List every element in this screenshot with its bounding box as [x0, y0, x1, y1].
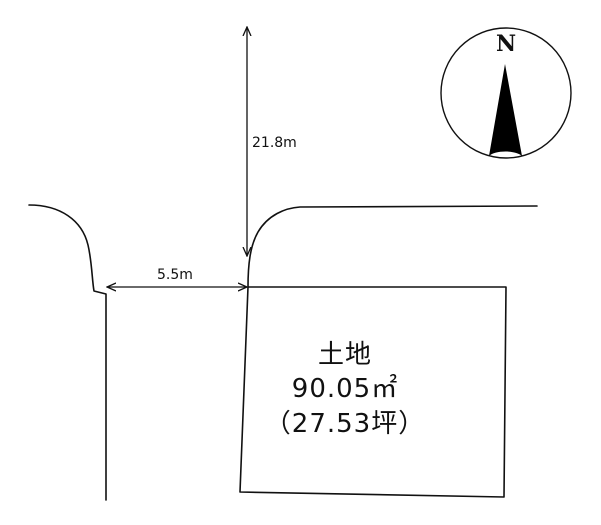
- north-arrow-icon: N: [440, 27, 572, 159]
- road-left-edge: [28, 204, 107, 501]
- lot-label: 土地: [318, 340, 372, 370]
- lot-area-tsubo: （27.53坪）: [265, 409, 425, 439]
- compass-circle: [440, 27, 572, 159]
- compass-north-label: N: [496, 31, 516, 57]
- compass-needle: [489, 64, 522, 156]
- road-width-label: 5.5m: [157, 267, 193, 283]
- road-length-label: 21.8m: [252, 135, 297, 151]
- lot-area: 90.05㎡: [292, 374, 398, 404]
- lot-parcel: [239, 286, 507, 498]
- road-right-edge: [247, 205, 538, 288]
